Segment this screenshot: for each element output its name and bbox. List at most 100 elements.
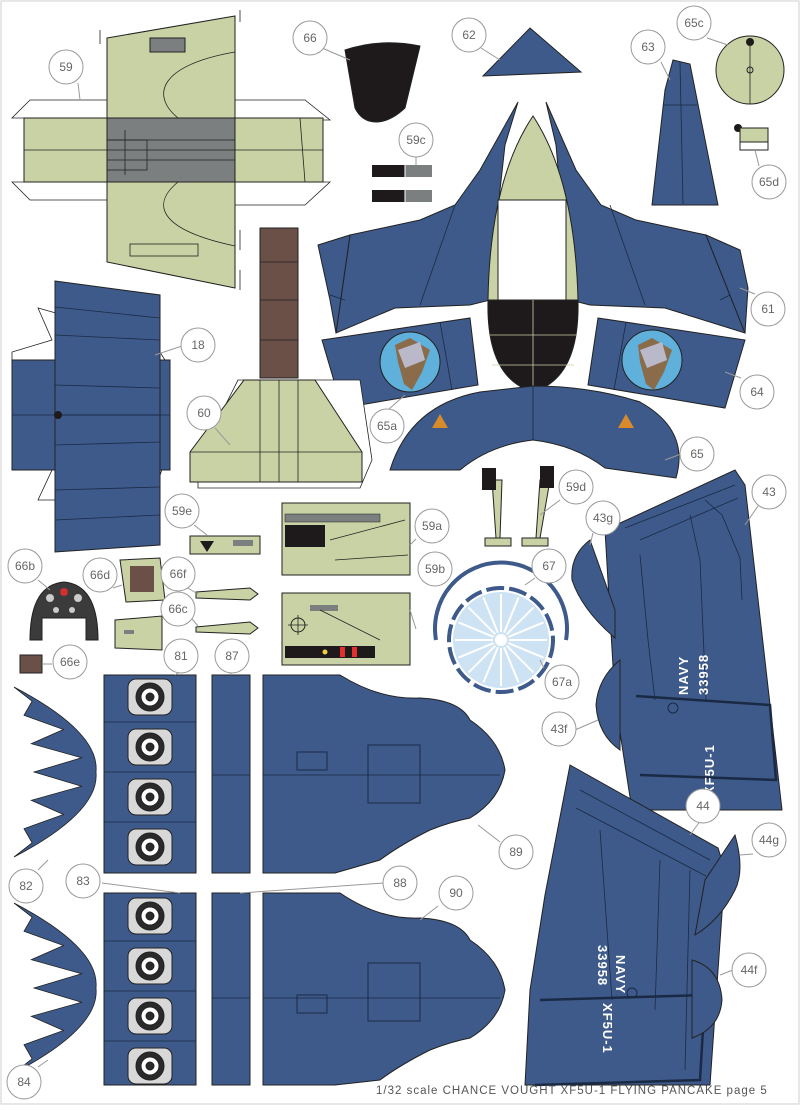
part-66d <box>119 557 166 603</box>
serial-marking-44: 33958 <box>595 945 610 986</box>
part-88 <box>211 892 251 1086</box>
part-label: 66b <box>7 548 43 584</box>
part-83 <box>103 892 197 1086</box>
svg-text:83: 83 <box>76 874 90 888</box>
part-59b <box>281 592 411 666</box>
part-label: 65d <box>751 164 787 200</box>
svg-text:88: 88 <box>393 876 407 890</box>
part-label: 44 <box>685 788 721 824</box>
part-label: 59e <box>164 493 200 529</box>
part-18 <box>11 280 171 553</box>
part-66e <box>19 654 43 674</box>
part-66c <box>195 621 259 635</box>
part-label: 60 <box>186 395 222 431</box>
part-label: 66c <box>160 591 196 627</box>
part-82 <box>13 686 97 858</box>
part-59c <box>372 165 432 202</box>
part-label-layer: 59 66 62 63 65c 59c 65d 61 18 64 60 65a … <box>6 5 787 1100</box>
svg-text:65c: 65c <box>684 16 703 30</box>
svg-text:59e: 59e <box>172 504 192 518</box>
part-44f <box>691 959 723 1039</box>
part-label: 44g <box>751 822 787 858</box>
part-66f <box>195 587 259 601</box>
part-66 <box>344 42 421 123</box>
svg-text:66b: 66b <box>15 559 35 573</box>
svg-text:43f: 43f <box>551 722 568 736</box>
svg-text:65a: 65a <box>377 419 397 433</box>
part-label: 65c <box>676 5 712 41</box>
part-label: 88 <box>382 865 418 901</box>
svg-text:65d: 65d <box>759 175 779 189</box>
part-61 <box>317 101 749 393</box>
part-43g <box>571 539 616 640</box>
part-90 <box>262 892 506 1086</box>
part-label: 63 <box>630 29 666 65</box>
svg-text:44f: 44f <box>741 963 758 977</box>
part-label: 66d <box>82 557 118 593</box>
part-43: NAVY 33958 XF5U-1 <box>604 469 783 811</box>
svg-text:43g: 43g <box>593 511 613 525</box>
part-44: NAVY 33958 XF5U-1 <box>524 764 726 1087</box>
svg-text:44g: 44g <box>759 833 779 847</box>
part-label: 82 <box>8 868 44 904</box>
part-59d <box>482 466 554 547</box>
part-label: 84 <box>6 1064 42 1100</box>
part-label: 65a <box>369 408 405 444</box>
svg-text:61: 61 <box>761 302 775 316</box>
part-label: 89 <box>498 834 534 870</box>
part-label: 90 <box>438 875 474 911</box>
part-65 <box>389 385 680 479</box>
part-label: 59c <box>398 122 434 158</box>
svg-text:66c: 66c <box>168 602 187 616</box>
svg-text:64: 64 <box>750 385 764 399</box>
part-60 <box>189 227 373 489</box>
page-footer-caption: 1/32 scale CHANCE VOUGHT XF5U-1 FLYING P… <box>376 1085 768 1097</box>
svg-text:59a: 59a <box>422 519 442 533</box>
part-label: 83 <box>65 863 101 899</box>
part-66b <box>29 581 99 641</box>
navy-marking-43: NAVY <box>676 656 691 695</box>
part-label: 18 <box>180 327 216 363</box>
part-label: 59a <box>414 508 450 544</box>
part-44g <box>694 833 741 936</box>
svg-text:67: 67 <box>542 559 556 573</box>
svg-text:81: 81 <box>174 649 188 663</box>
svg-text:66: 66 <box>303 31 317 45</box>
svg-text:87: 87 <box>225 649 239 663</box>
svg-text:66d: 66d <box>90 568 110 582</box>
part-65d <box>734 124 769 151</box>
part-64 <box>587 317 746 409</box>
part-label: 65 <box>679 436 715 472</box>
part-59a <box>281 502 411 576</box>
part-62 <box>481 27 583 77</box>
serial-marking-43: 33958 <box>696 654 711 695</box>
part-label: 43g <box>585 500 621 536</box>
svg-text:67a: 67a <box>552 675 572 689</box>
svg-text:44: 44 <box>696 799 710 813</box>
svg-text:65: 65 <box>690 447 704 461</box>
designation-marking-44: XF5U-1 <box>600 1003 615 1054</box>
svg-text:82: 82 <box>19 879 33 893</box>
part-label: 59d <box>558 469 594 505</box>
svg-text:59: 59 <box>59 60 73 74</box>
svg-text:43: 43 <box>762 485 776 499</box>
part-label: 44f <box>731 952 767 988</box>
svg-text:84: 84 <box>17 1075 31 1089</box>
part-81 <box>103 674 197 874</box>
part-84 <box>13 902 97 1074</box>
part-label: 62 <box>451 17 487 53</box>
navy-marking-44: NAVY <box>613 955 628 994</box>
part-label: 67a <box>544 664 580 700</box>
part-label: 43f <box>541 711 577 747</box>
svg-text:66e: 66e <box>60 655 80 669</box>
part-label: 87 <box>214 638 250 674</box>
part-59 <box>11 10 332 290</box>
part-67a <box>447 586 555 694</box>
part-label: 66f <box>160 556 196 592</box>
svg-text:59c: 59c <box>406 133 425 147</box>
svg-text:63: 63 <box>641 40 655 54</box>
part-label: 59b <box>417 551 453 587</box>
part-label: 61 <box>750 291 786 327</box>
part-label: 66 <box>292 20 328 56</box>
